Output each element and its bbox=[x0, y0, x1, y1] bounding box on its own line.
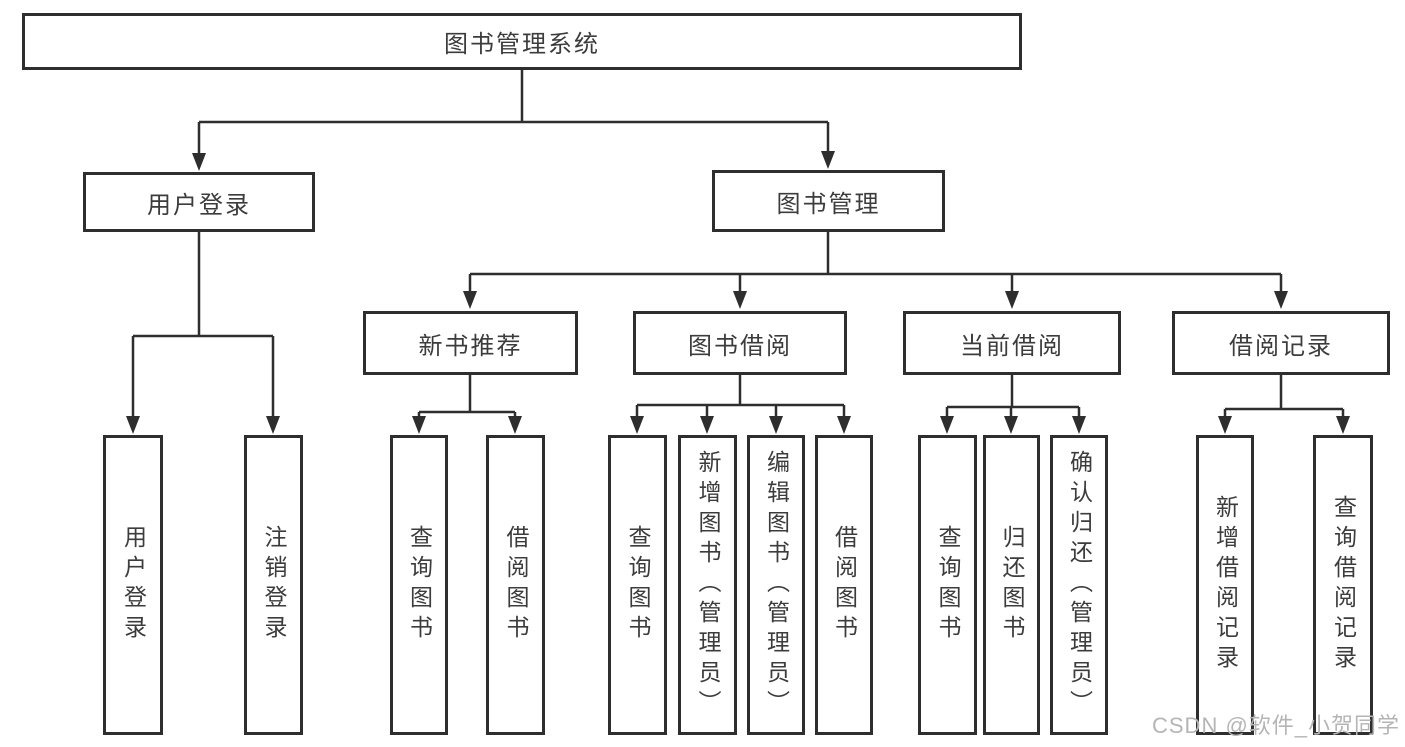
node-label: 查询图书 bbox=[406, 525, 433, 645]
arrowhead bbox=[1072, 416, 1086, 434]
arrowhead bbox=[821, 151, 835, 169]
node-label: 图书管理 bbox=[776, 190, 881, 218]
arrowhead bbox=[940, 416, 954, 434]
node-user-login: 用户登录 bbox=[83, 172, 315, 232]
arrowhead bbox=[1218, 416, 1232, 434]
node-borrowing-records: 借阅记录 bbox=[1172, 311, 1390, 375]
leaf-return-book: 归还图书 bbox=[983, 435, 1040, 735]
leaf-user-login: 用户登录 bbox=[103, 435, 163, 735]
arrowhead bbox=[837, 416, 851, 434]
arrowhead bbox=[412, 416, 426, 434]
arrowhead bbox=[1336, 416, 1350, 434]
node-label: 用户登录 bbox=[120, 525, 147, 645]
arrowhead bbox=[1005, 291, 1019, 309]
node-label: 当前借阅 bbox=[960, 332, 1064, 360]
leaf-edit-book-admin: 编辑图书（管理员） bbox=[747, 435, 805, 735]
node-current-borrowing: 当前借阅 bbox=[903, 311, 1121, 375]
node-new-book-recommend: 新书推荐 bbox=[363, 311, 578, 375]
leaf-add-borrow-record: 新增借阅记录 bbox=[1196, 435, 1254, 735]
node-label: 借阅图书 bbox=[503, 525, 529, 645]
arrowhead bbox=[769, 416, 783, 434]
node-label: 新增图书（管理员） bbox=[695, 450, 721, 720]
leaf-confirm-return-admin: 确认归还（管理员） bbox=[1050, 435, 1108, 735]
node-label: 注销登录 bbox=[261, 525, 287, 645]
leaf-query-borrow-record: 查询借阅记录 bbox=[1313, 435, 1373, 735]
leaf-query-books-borrowing: 查询图书 bbox=[608, 435, 667, 735]
arrowhead bbox=[266, 416, 280, 434]
leaf-query-books-current: 查询图书 bbox=[918, 435, 977, 735]
arrowhead bbox=[1004, 416, 1018, 434]
node-label: 新书推荐 bbox=[418, 332, 523, 360]
node-label: 借阅记录 bbox=[1229, 332, 1333, 360]
node-label: 编辑图书（管理员） bbox=[763, 450, 790, 720]
node-root: 图书管理系统 bbox=[22, 13, 1022, 70]
node-label: 用户登录 bbox=[147, 191, 251, 219]
node-label: 归还图书 bbox=[999, 525, 1025, 645]
node-label: 新增借阅记录 bbox=[1212, 495, 1239, 675]
leaf-borrow-books-borrowing: 借阅图书 bbox=[815, 435, 873, 735]
node-label: 图书借阅 bbox=[688, 332, 792, 360]
leaf-add-book-admin: 新增图书（管理员） bbox=[678, 435, 737, 735]
arrowhead bbox=[700, 416, 714, 434]
arrowhead bbox=[508, 416, 522, 434]
node-label: 确认归还（管理员） bbox=[1066, 450, 1093, 720]
leaf-logout: 注销登录 bbox=[244, 435, 303, 735]
arrowhead bbox=[192, 153, 206, 171]
node-label: 查询图书 bbox=[935, 525, 961, 645]
arrowhead bbox=[126, 416, 140, 434]
arrowhead bbox=[630, 416, 644, 434]
arrowhead bbox=[733, 291, 747, 309]
node-label: 图书管理系统 bbox=[444, 31, 600, 58]
node-book-management: 图书管理 bbox=[712, 170, 945, 232]
node-book-borrowing: 图书借阅 bbox=[633, 311, 847, 375]
node-label: 查询借阅记录 bbox=[1330, 495, 1357, 675]
node-label: 查询图书 bbox=[625, 525, 651, 645]
watermark: CSDN @软件_小贺同学 bbox=[1152, 713, 1401, 738]
connector-lines bbox=[131, 70, 1345, 424]
leaf-borrow-books-recommend: 借阅图书 bbox=[486, 435, 545, 735]
arrowhead bbox=[463, 291, 477, 309]
arrowhead bbox=[1274, 291, 1288, 309]
leaf-query-books-recommend: 查询图书 bbox=[390, 435, 448, 735]
node-label: 借阅图书 bbox=[831, 525, 858, 645]
